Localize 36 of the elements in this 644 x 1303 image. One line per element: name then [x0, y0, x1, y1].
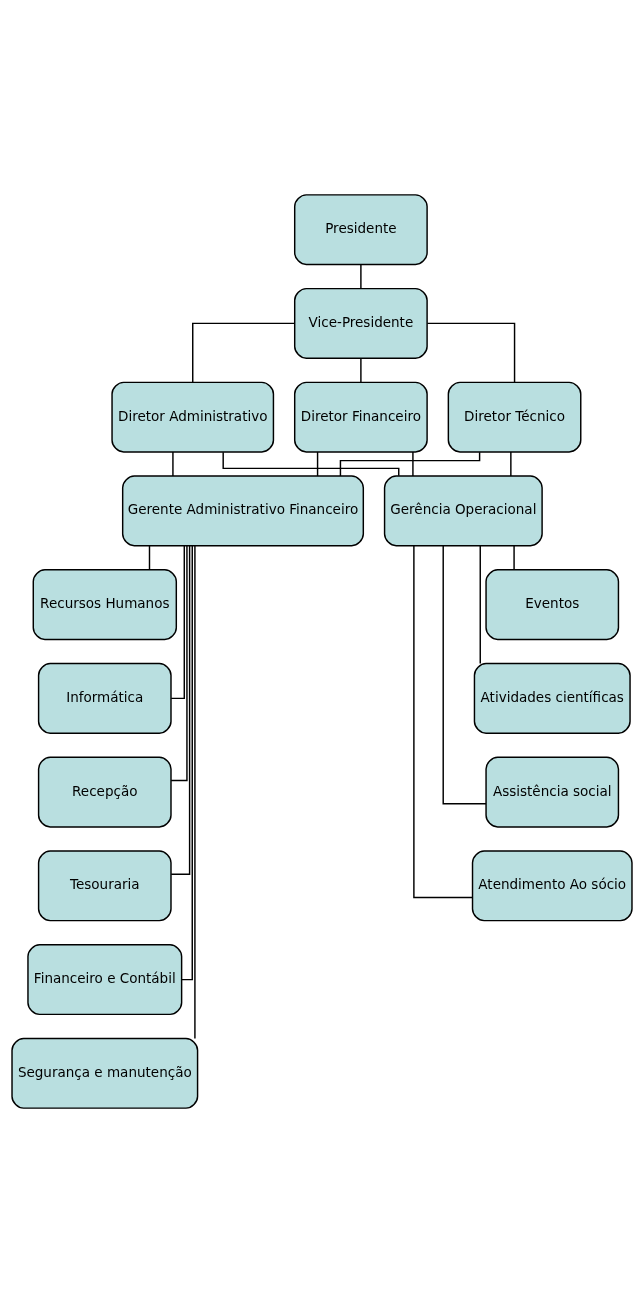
- connector: [442, 545, 487, 805]
- connector: [148, 545, 151, 571]
- connector: [513, 545, 515, 571]
- node-box: Segurança e manutenção: [11, 1037, 199, 1109]
- node-box: Presidente: [293, 194, 428, 266]
- node-box: Recepção: [37, 756, 172, 828]
- node-box: Diretor Técnico: [447, 381, 582, 453]
- node-box: Informática: [37, 662, 172, 734]
- node-box: Assistência social: [485, 756, 620, 828]
- node-box: Gerente Administrativo Financeiro: [121, 475, 365, 547]
- node-box: Eventos: [485, 569, 620, 641]
- connector: [412, 451, 414, 477]
- connector: [510, 451, 512, 477]
- connector: [426, 322, 516, 383]
- connector: [192, 322, 296, 383]
- node-box: Vice-Presidente: [293, 287, 428, 359]
- node-box: Recursos Humanos: [32, 569, 178, 641]
- node-box: Gerência Operacional: [383, 475, 543, 547]
- connector: [172, 451, 174, 477]
- connector: [413, 545, 473, 899]
- connector: [316, 451, 319, 477]
- node-box: Atendimento Ao sócio: [471, 850, 633, 922]
- node-box: Atividades científicas: [473, 662, 631, 734]
- node-box: Financeiro e Contábil: [27, 944, 183, 1016]
- node-box: Tesouraria: [37, 850, 172, 922]
- connector: [181, 545, 193, 981]
- connector: [339, 451, 481, 477]
- node-box: Diretor Financeiro: [293, 381, 428, 453]
- connector: [360, 357, 362, 383]
- node-box: Diretor Administrativo: [111, 381, 275, 453]
- connector: [194, 545, 196, 1040]
- connector: [479, 545, 481, 665]
- connector: [170, 545, 191, 875]
- connector: [170, 545, 185, 700]
- connector: [360, 263, 362, 290]
- connector: [170, 545, 188, 782]
